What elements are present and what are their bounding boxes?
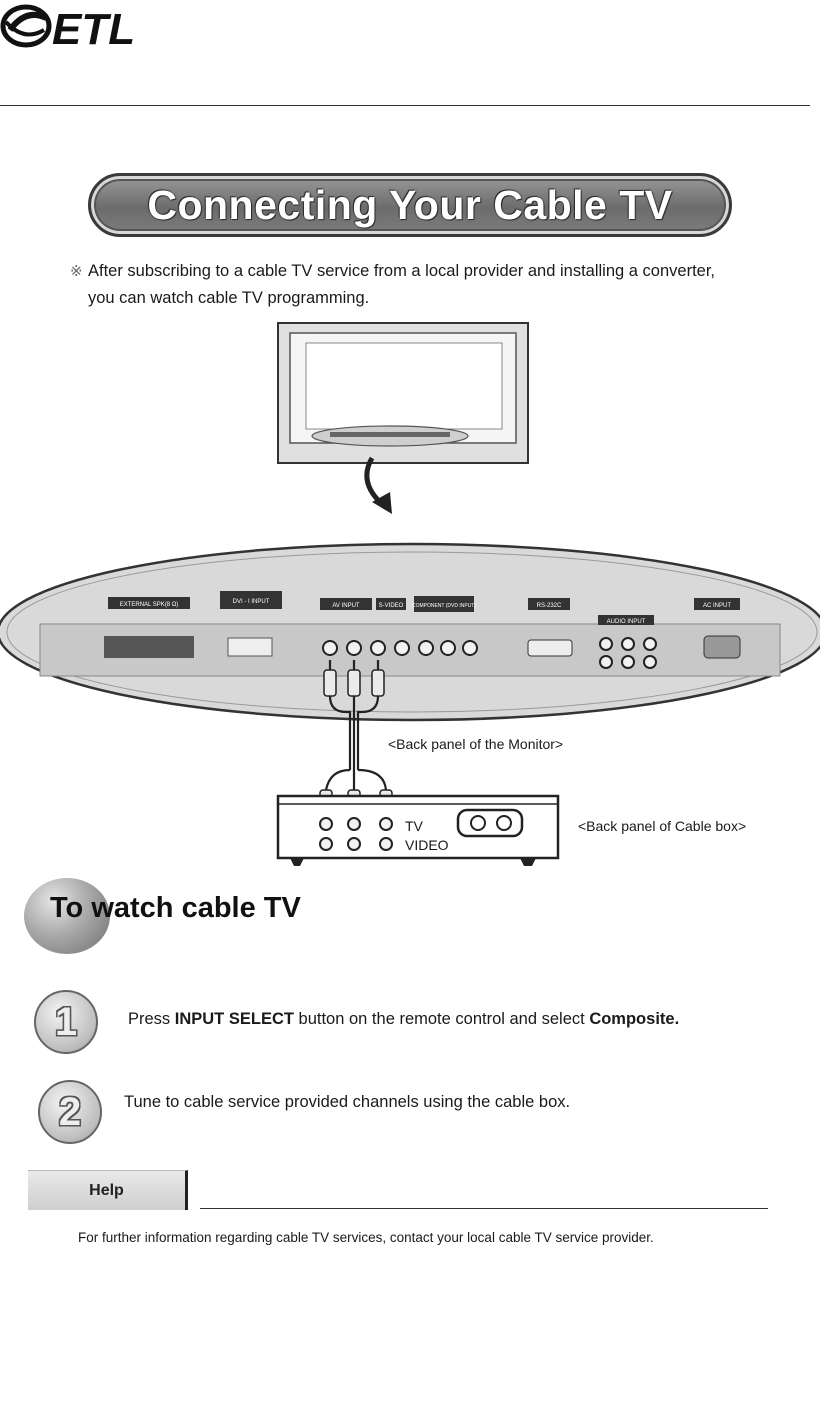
- help-text: For further information regarding cable …: [78, 1230, 654, 1245]
- connection-diagram: EXTERNAL SPK(8 Ω) DVI - I INPUT AV INPUT…: [0, 322, 820, 866]
- label-av-input: AV INPUT: [332, 603, 360, 609]
- monitor-back-panel: EXTERNAL SPK(8 Ω) DVI - I INPUT AV INPUT…: [0, 542, 820, 722]
- label-s-video: S-VIDEO: [379, 603, 404, 609]
- label-audio-input: AUDIO INPUT: [607, 619, 646, 625]
- video-output-label: VIDEO: [405, 837, 449, 853]
- speaker-terminals: [104, 636, 194, 658]
- help-label: Help: [89, 1181, 124, 1199]
- rs232c-port: [527, 639, 573, 657]
- step-2-number: 2: [58, 1089, 82, 1134]
- title-banner: Connecting Your Cable TV: [88, 173, 732, 237]
- intro-paragraph: ※ After subscribing to a cable TV service…: [70, 258, 790, 312]
- step-2-badge: 2: [38, 1080, 102, 1144]
- logo-text: ETL: [52, 5, 135, 52]
- label-external-spk: EXTERNAL SPK(8 Ω): [120, 602, 179, 608]
- help-tab: Help: [28, 1170, 188, 1210]
- tv-output-label: TV: [405, 818, 423, 834]
- intro-line-2: you can watch cable TV programming.: [88, 289, 370, 307]
- step-2-text: Tune to cable service provided channels …: [124, 1093, 571, 1111]
- step-1-prefix: Press: [128, 1010, 175, 1028]
- help-divider: [200, 1208, 768, 1209]
- label-rs232c: RS-232C: [537, 603, 562, 609]
- cable-box-caption: <Back panel of Cable box>: [578, 818, 747, 834]
- step-1-number: 1: [54, 999, 78, 1044]
- cable-box-illustration: [276, 794, 560, 866]
- section-heading: To watch cable TV: [50, 892, 301, 924]
- intro-line-1-text: After subscribing to a cable TV service …: [88, 262, 715, 280]
- step-1-text: Press INPUT SELECT button on the remote …: [128, 1010, 679, 1029]
- zoom-arrow-icon: [364, 456, 384, 506]
- step-1-badge: 1: [34, 990, 98, 1054]
- dvi-port: [227, 637, 273, 657]
- page-title: Connecting Your Cable TV: [147, 181, 673, 228]
- heading-sphere-icon: [24, 878, 110, 954]
- label-dvi-input: DVI - I INPUT: [233, 599, 270, 605]
- label-ac-input: AC INPUT: [703, 603, 731, 609]
- monitor-front-illustration: [277, 322, 529, 464]
- intro-line-1: ※ After subscribing to a cable TV service…: [70, 258, 790, 285]
- reference-mark-icon: ※: [70, 263, 83, 280]
- monitor-back-panel-caption: <Back panel of the Monitor>: [388, 736, 564, 752]
- step-1-composite: Composite.: [589, 1010, 680, 1028]
- etl-logo: ETL: [0, 4, 135, 52]
- header-divider: [0, 105, 810, 106]
- step-1-input-select: INPUT SELECT: [174, 1010, 294, 1028]
- ac-power-socket: [703, 635, 741, 659]
- logo-swirl-icon: [0, 4, 52, 48]
- label-component: COMPONENT (DVD INPUT): [412, 603, 476, 609]
- step-1-middle: button on the remote control and select: [293, 1010, 590, 1028]
